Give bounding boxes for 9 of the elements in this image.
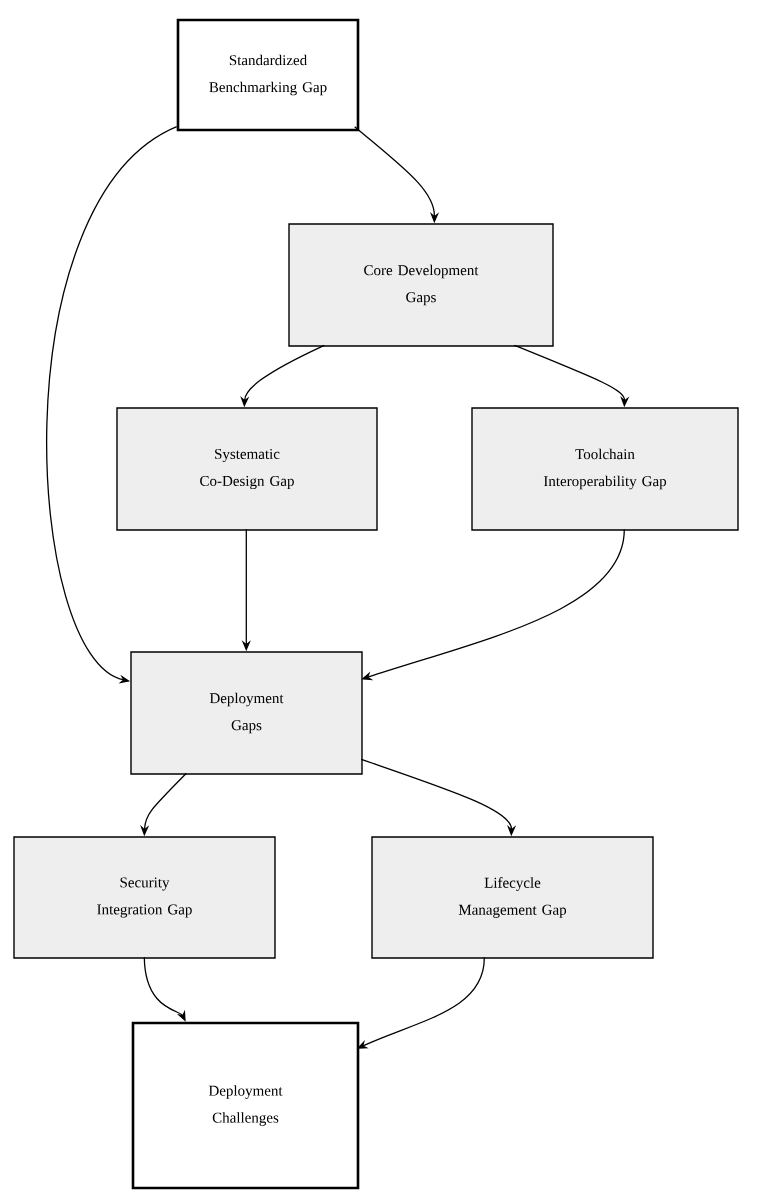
process-box: Security Integration Gap <box>13 836 276 959</box>
process-box: Deployment Gaps <box>130 651 363 775</box>
process-box: Systematic Co-Design Gap <box>116 407 378 531</box>
process-box: Lifecycle Management Gap <box>371 836 654 959</box>
arrow <box>46 126 178 684</box>
emphasis-box: Deployment Challenges <box>131 1021 360 1190</box>
emphasis-box: Standardized Benchmarking Gap <box>176 18 360 132</box>
process-box: Core Development Gaps <box>288 223 554 347</box>
process-box: Toolchain Interoperability Gap <box>471 407 739 531</box>
